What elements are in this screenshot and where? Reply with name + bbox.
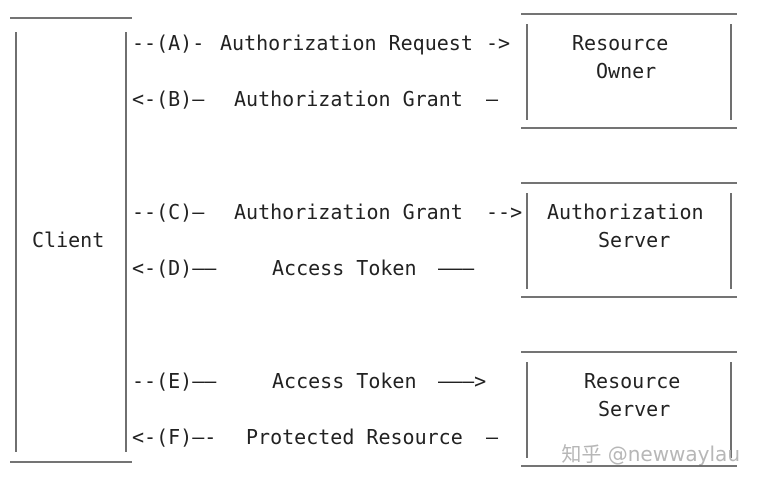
- resource-server-line2: Server: [598, 397, 670, 421]
- flow-f-suffix: —: [486, 425, 499, 449]
- flow-a-suffix: ->: [486, 31, 510, 55]
- flow-e: --(E)—— Access Token ———>: [132, 369, 486, 393]
- flow-d-text: Access Token: [272, 256, 417, 280]
- flow-e-text: Access Token: [272, 369, 417, 393]
- flow-a-text: Authorization Request: [220, 31, 473, 55]
- flow-a: --(A)- Authorization Request ->: [132, 31, 510, 55]
- flow-c-text: Authorization Grant: [234, 200, 463, 224]
- watermark: 知乎 @newwaylau: [561, 442, 740, 466]
- flow-c: --(C)— Authorization Grant -->: [132, 200, 522, 224]
- authorization-server-box: Authorization Server: [521, 182, 737, 298]
- flow-e-suffix: ———>: [438, 369, 486, 393]
- resource-server-line1: Resource: [584, 369, 680, 393]
- flow-b-prefix: <-(B)—: [132, 87, 205, 111]
- resource-owner-line2: Owner: [596, 59, 656, 83]
- client-box: Client: [10, 17, 132, 463]
- flow-c-suffix: -->: [486, 200, 522, 224]
- authorization-server-line1: Authorization: [547, 200, 704, 224]
- flow-d-prefix: <-(D)——: [132, 256, 217, 280]
- flow-f-text: Protected Resource: [246, 425, 463, 449]
- client-label: Client: [32, 228, 104, 252]
- flow-f: <-(F)—- Protected Resource —: [132, 425, 499, 449]
- resource-server-box: Resource Server: [521, 351, 737, 467]
- authorization-server-line2: Server: [598, 228, 670, 252]
- resource-owner-line1: Resource: [572, 31, 668, 55]
- flow-d-suffix: ———: [438, 256, 475, 280]
- flow-b: <-(B)— Authorization Grant —: [132, 87, 499, 111]
- flow-a-prefix: --(A)-: [132, 31, 204, 55]
- flow-b-text: Authorization Grant: [234, 87, 463, 111]
- resource-owner-box: Resource Owner: [521, 13, 737, 129]
- flow-e-prefix: --(E)——: [132, 369, 217, 393]
- flow-d: <-(D)—— Access Token ———: [132, 256, 475, 280]
- flow-b-suffix: —: [486, 87, 499, 111]
- flow-c-prefix: --(C)—: [132, 200, 205, 224]
- flow-f-prefix: <-(F)—-: [132, 425, 216, 449]
